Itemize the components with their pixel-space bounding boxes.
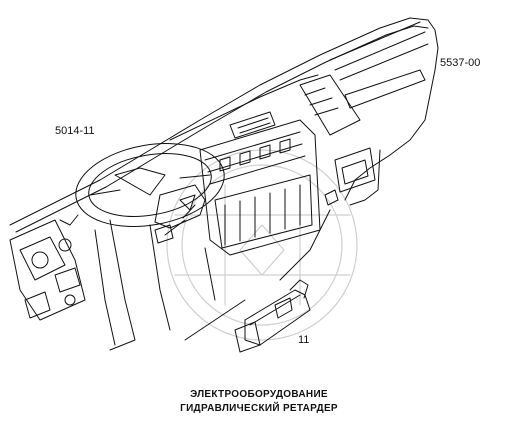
- fuse-box: [199, 111, 321, 256]
- instrument-cluster: [9, 214, 86, 321]
- callout-left: 5014-11: [55, 125, 95, 137]
- leader-lines: [184, 247, 246, 341]
- dashboard-panel: [9, 17, 439, 281]
- caption-title: ЭЛЕКТРООБОРУДОВАНИЕ: [190, 389, 328, 400]
- callout-bottom: 11: [298, 334, 310, 346]
- steering-wheel: [75, 143, 225, 351]
- callout-top-right: 5537-00: [440, 57, 481, 69]
- watermark-emblem: [166, 149, 358, 341]
- retarder-switch: [234, 279, 311, 353]
- caption-subtitle: ГИДРАВЛИЧЕСКИЙ РЕТАРДЕР: [180, 403, 338, 414]
